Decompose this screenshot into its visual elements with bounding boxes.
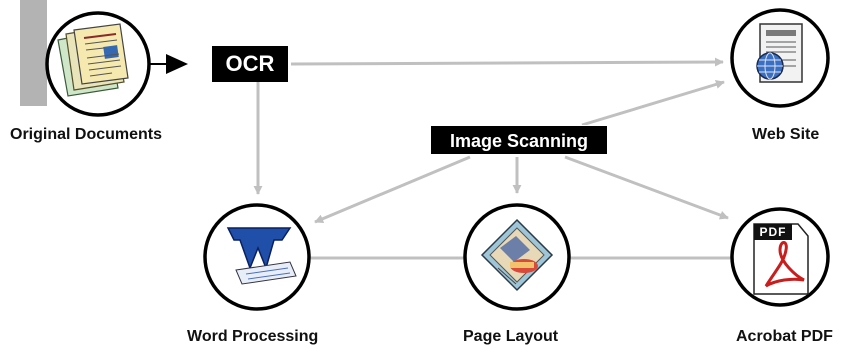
node-acrobat-pdf[interactable]: PDF [730,207,830,307]
node-page-layout[interactable] [463,203,571,311]
image-scanning-tag: Image Scanning [430,125,608,155]
acrobat-pdf-icon: PDF [753,223,809,295]
label-acrobat-pdf: Acrobat PDF [736,328,833,345]
connector-ocr-to-web-site [290,57,724,67]
connector-scanning-to-acrobat-pdf [564,155,729,220]
connector-scanning-to-word-processing [314,155,471,224]
node-word-processing[interactable] [203,203,311,311]
label-word-processing: Word Processing [187,328,319,345]
node-original-documents[interactable] [45,11,151,117]
label-original-documents: Original Documents [10,126,163,143]
black-arrowhead [166,54,188,74]
svg-text:PDF: PDF [760,225,787,239]
documents-stack-icon [57,23,129,97]
label-web-site: Web Site [752,126,820,143]
node-web-site[interactable] [730,8,830,108]
word-processor-icon [226,227,297,285]
ocr-tag: OCR [212,46,288,82]
label-page-layout: Page Layout [463,328,559,345]
accent-bar [20,0,47,106]
web-page-globe-icon [756,23,803,83]
connector-scanning-to-web-site [581,80,725,127]
page-layout-icon [480,218,554,292]
